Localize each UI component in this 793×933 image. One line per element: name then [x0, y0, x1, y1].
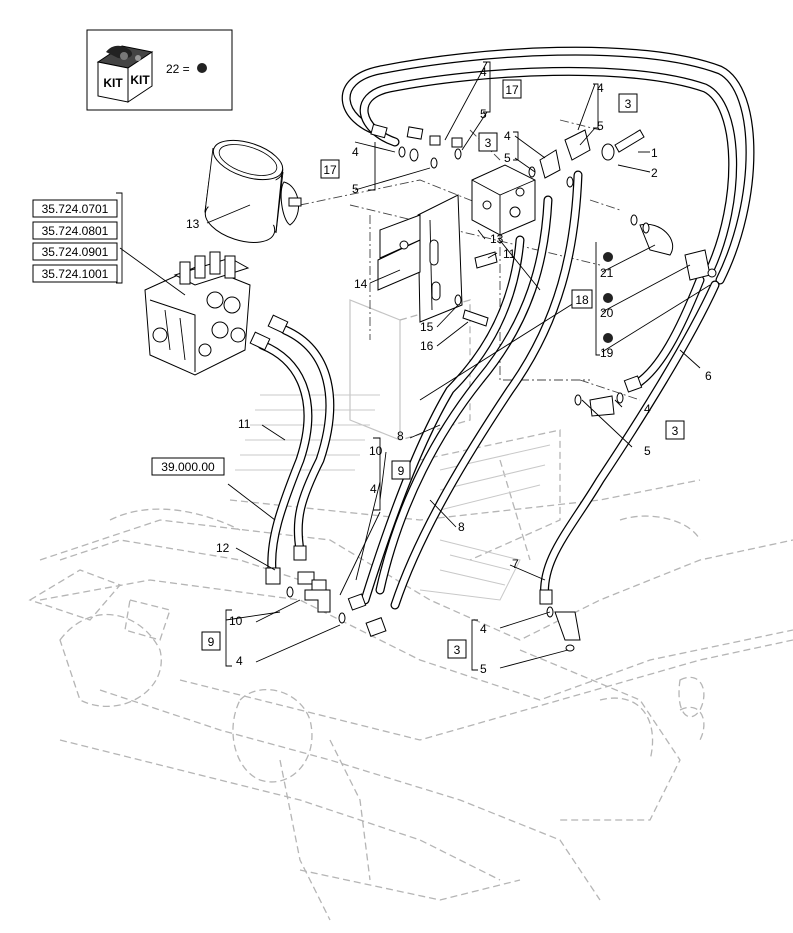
kit-dot-icon [197, 63, 207, 73]
callout-4[interactable]: 4 [236, 654, 243, 668]
kit-label-left: KIT [103, 76, 123, 90]
callout-17[interactable]: 17 [323, 163, 337, 177]
callout-18[interactable]: 18 [575, 293, 589, 307]
callout-3[interactable]: 3 [454, 643, 461, 657]
callout-9[interactable]: 9 [208, 635, 215, 649]
callout-13[interactable]: 13 [490, 232, 504, 246]
kit-label-right: KIT [130, 73, 150, 87]
callout-3[interactable]: 3 [625, 97, 632, 111]
callout-11[interactable]: 11 [238, 417, 251, 431]
callout-17[interactable]: 17 [505, 83, 519, 97]
kit-dot-icon [603, 252, 613, 262]
callout-3[interactable]: 3 [485, 136, 492, 150]
callout-5[interactable]: 5 [644, 444, 651, 458]
callout-3[interactable]: 3 [672, 424, 679, 438]
kit-legend: KIT KIT 22 = [86, 29, 233, 111]
callout-4[interactable]: 4 [352, 145, 359, 159]
callout-5[interactable]: 5 [480, 662, 487, 676]
ref-box[interactable] [32, 264, 118, 283]
callout-10[interactable]: 10 [229, 614, 243, 628]
ref-label: 35.724.0801 [42, 224, 109, 238]
assembly-centerlines [299, 119, 641, 401]
control-valve [144, 251, 251, 376]
hose-fittings [249, 123, 717, 641]
tractor-frame-outline [28, 299, 793, 921]
ref-label: 35.724.0901 [42, 245, 109, 259]
ref-label: 35.724.0701 [42, 202, 109, 216]
callout-2[interactable]: 2 [651, 166, 658, 180]
ref-label: 35.724.1001 [42, 267, 109, 281]
callout-4[interactable]: 4 [480, 65, 487, 79]
bracket [377, 194, 463, 323]
callout-19[interactable]: 19 [600, 346, 614, 360]
ref-box[interactable] [32, 221, 118, 240]
small-hardware [286, 129, 650, 652]
hydraulic-hoses [257, 46, 755, 610]
kit-box-icon [96, 45, 154, 103]
callout-8[interactable]: 8 [397, 429, 404, 443]
callout-5[interactable]: 5 [597, 119, 604, 133]
callout-15[interactable]: 15 [420, 320, 434, 334]
callout-13[interactable]: 13 [186, 217, 200, 231]
callout-10[interactable]: 10 [369, 444, 383, 458]
ref-box[interactable] [32, 199, 118, 218]
callout-12[interactable]: 12 [216, 541, 230, 555]
callout-11[interactable]: 11 [503, 247, 516, 261]
reference-boxes: 35.724.0701 35.724.0801 35.724.0901 35.7… [32, 199, 225, 476]
callout-6[interactable]: 6 [705, 369, 712, 383]
callout-5[interactable]: 5 [480, 107, 487, 121]
callout-16[interactable]: 16 [420, 339, 434, 353]
callout-1[interactable]: 1 [651, 146, 658, 160]
kit-dot-icon [603, 333, 613, 343]
leader-lines [116, 61, 711, 671]
number-callouts: 1 2 4 5 4 5 4 5 4 5 13 13 11 14 15 16 21… [186, 65, 712, 676]
kit-markers [603, 252, 613, 343]
ref-box[interactable] [32, 242, 118, 261]
callout-5[interactable]: 5 [352, 182, 359, 196]
callout-4[interactable]: 4 [644, 402, 651, 416]
valve-block [471, 164, 536, 236]
ref-box[interactable] [151, 457, 225, 476]
callout-9[interactable]: 9 [398, 464, 405, 478]
callout-4[interactable]: 4 [370, 482, 377, 496]
callout-4[interactable]: 4 [504, 129, 511, 143]
kit-equation: 22 = [166, 62, 190, 76]
ref-label: 39.000.00 [161, 460, 215, 474]
filter-cylinder [204, 139, 302, 243]
callout-4[interactable]: 4 [480, 622, 487, 636]
boxed-callouts: 17 17 3 3 3 3 18 9 9 [201, 79, 685, 659]
kit-dot-icon [603, 293, 613, 303]
callout-21[interactable]: 21 [600, 266, 614, 280]
callout-8[interactable]: 8 [458, 520, 465, 534]
callout-7[interactable]: 7 [512, 557, 519, 571]
callout-20[interactable]: 20 [600, 306, 614, 320]
callout-14[interactable]: 14 [354, 277, 368, 291]
callout-5[interactable]: 5 [504, 151, 511, 165]
callout-4[interactable]: 4 [597, 81, 604, 95]
